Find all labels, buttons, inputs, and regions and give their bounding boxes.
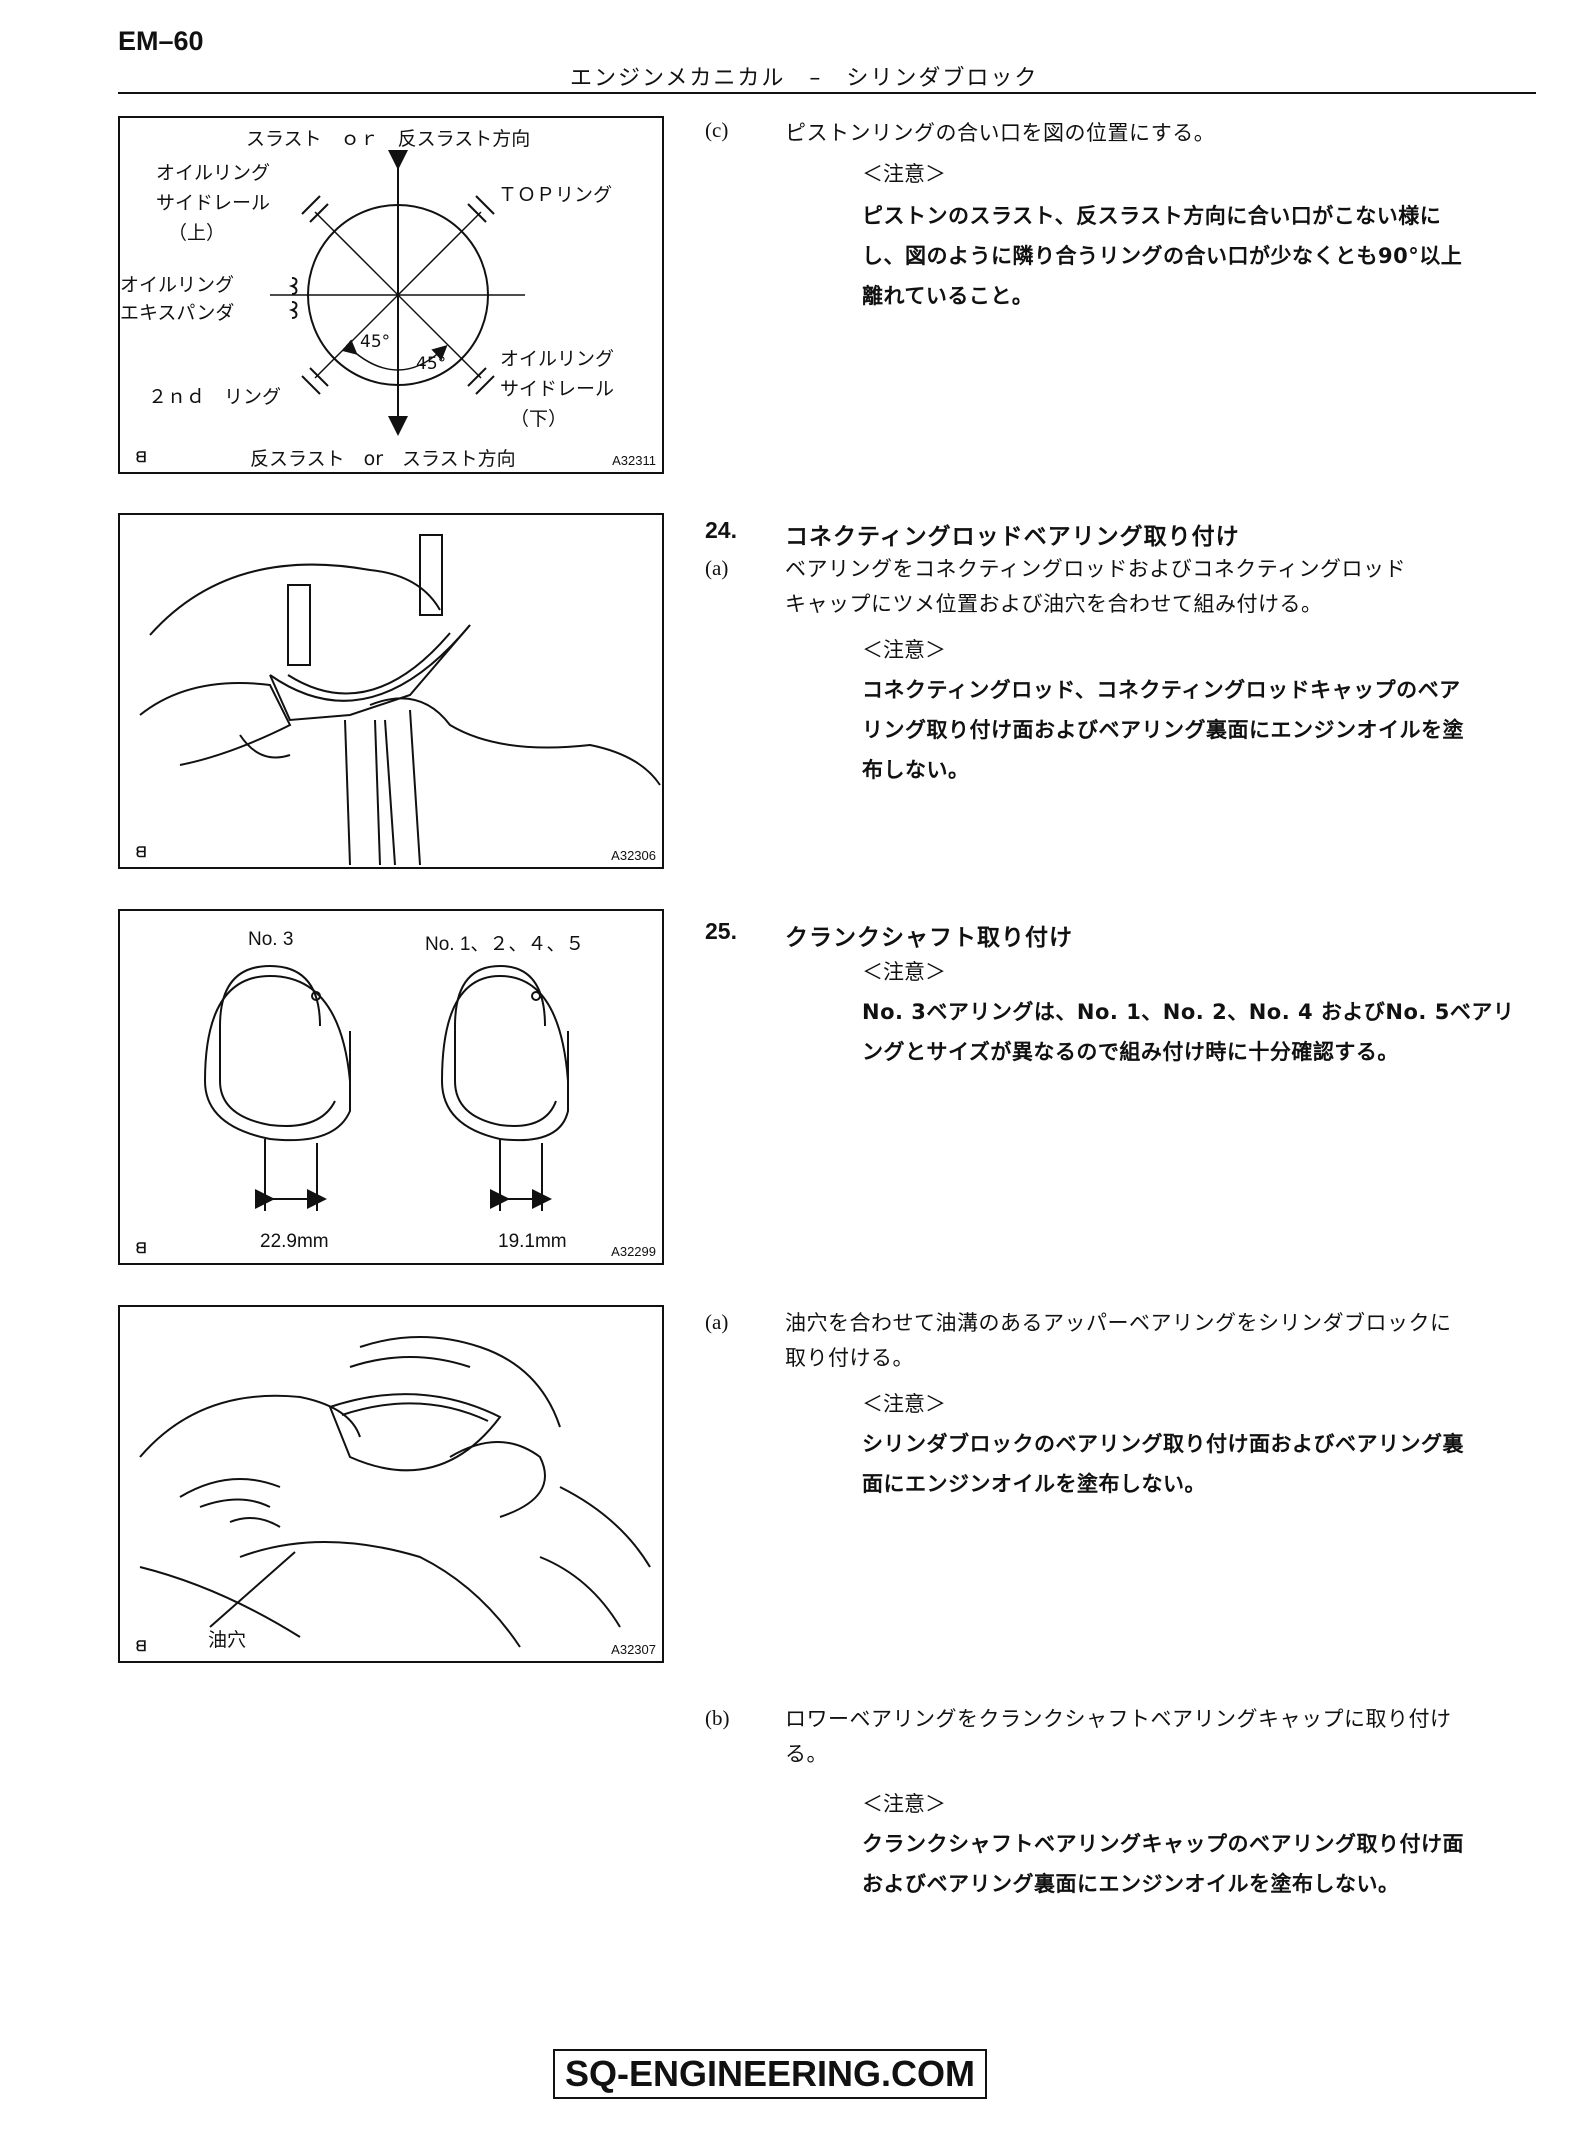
figure-id: A32299 (611, 1244, 656, 1259)
item-mark-24a: (a) (705, 556, 729, 580)
item-mark-25b: (b) (705, 1706, 730, 1730)
note-head-25: ＜注意＞ (862, 960, 946, 984)
page-number: EM–60 (118, 26, 204, 56)
note-line: ングとサイズが異なるので組み付け時に十分確認する。 (862, 1040, 1399, 1064)
text-line: る。 (785, 1742, 828, 1766)
label-no1245: No. 1、２、４、５ (425, 934, 585, 955)
ring-gap-diagram (270, 150, 525, 436)
text-24a: ベアリングをコネクティングロッドおよびコネクティングロッド キャップにツメ位置お… (785, 552, 1545, 622)
item-mark-c: (c) (705, 118, 729, 142)
figure-mark-icon: ᗺ (136, 1639, 147, 1655)
note-body-25: No. 3ベアリングは、No. 1、No. 2、No. 4 およびNo. 5ベア… (862, 992, 1547, 1072)
label-angle-1: 45° (360, 332, 391, 352)
note-line: 布しない。 (862, 758, 970, 782)
header-title: エンジンメカニカル – シリンダブロック (570, 66, 1039, 91)
label-oil-rail-lower-3: （下） (510, 408, 568, 430)
label-thrust-bottom: 反スラスト or スラスト方向 (250, 448, 516, 470)
note-line: ピストンのスラスト、反スラスト方向に合い口がこない様に (862, 204, 1442, 228)
note-line: クランクシャフトベアリングキャップのベアリング取り付け面 (862, 1832, 1464, 1856)
note-body-25a: シリンダブロックのベアリング取り付け面およびベアリング裏 面にエンジンオイルを塗… (862, 1424, 1547, 1504)
figure-conrod-bearing: ᗺ A32306 (118, 513, 664, 869)
conrod-bearing-illustration (139, 534, 661, 866)
figure-mark-icon: ᗺ (136, 845, 147, 861)
upper-bearing-illustration (139, 1336, 651, 1648)
figure-id: A32307 (611, 1642, 656, 1657)
note-line: コネクティングロッド、コネクティングロッドキャップのベア (862, 678, 1461, 702)
crank-bearings-illustration (204, 964, 569, 1211)
label-top-ring: ＴＯＰリング (498, 184, 613, 206)
note-line: リング取り付け面およびベアリング裏面にエンジンオイルを塗 (862, 718, 1464, 742)
label-expander-2: エキスパンダ (120, 302, 235, 324)
label-oil-rail-upper-2: サイドレール (156, 192, 271, 214)
label-oil-hole: 油穴 (208, 1629, 247, 1651)
note-line: し、図のように隣り合うリングの合い口が少なくとも90°以上 (862, 244, 1463, 268)
label-oil-rail-upper-3: （上） (168, 222, 226, 244)
figure-mark-icon: ᗺ (136, 450, 147, 466)
note-body-25b: クランクシャフトベアリングキャップのベアリング取り付け面 およびベアリング裏面に… (862, 1824, 1547, 1904)
text-line: 油穴を合わせて油溝のあるアッパーベアリングをシリンダブロックに (785, 1311, 1452, 1335)
figure-ring-gap: スラスト ｏｒ 反スラスト方向 オイルリング サイドレール （上） ＴＯＰリング… (118, 116, 664, 474)
note-head-c: ＜注意＞ (862, 162, 946, 186)
label-second-ring: ２ｎｄ リング (148, 386, 282, 408)
label-oil-rail-lower-1: オイルリング (500, 348, 615, 370)
dimension-left: 22.9mm (260, 1231, 329, 1252)
note-line: およびベアリング裏面にエンジンオイルを塗布しない。 (862, 1872, 1400, 1896)
text-line: ベアリングをコネクティングロッドおよびコネクティングロッド (785, 557, 1406, 581)
dimension-right: 19.1mm (498, 1231, 567, 1252)
label-thrust-top: スラスト ｏｒ 反スラスト方向 (246, 128, 531, 150)
item-mark-25a: (a) (705, 1310, 729, 1334)
note-head-25a: ＜注意＞ (862, 1392, 946, 1416)
step-25-number: 25. (705, 918, 737, 944)
text-25a: 油穴を合わせて油溝のあるアッパーベアリングをシリンダブロックに 取り付ける。 (785, 1306, 1545, 1376)
label-oil-rail-lower-2: サイドレール (500, 378, 615, 400)
text-c: ピストンリングの合い口を図の位置にする。 (785, 121, 1216, 145)
footer-site-link[interactable]: SQ-ENGINEERING.COM (553, 2049, 988, 2099)
figure-upper-bearing: 油穴 ᗺ A32307 (118, 1305, 664, 1663)
text-line: キャップにツメ位置および油穴を合わせて組み付ける。 (785, 592, 1323, 616)
step-24-title: コネクティングロッドベアリング取り付け (785, 524, 1240, 550)
header-rule (118, 92, 1536, 94)
text-line: ロワーベアリングをクランクシャフトベアリングキャップに取り付け (785, 1707, 1452, 1731)
text-25b: ロワーベアリングをクランクシャフトベアリングキャップに取り付け る。 (785, 1702, 1545, 1772)
note-line: 離れていること。 (862, 284, 1034, 308)
figure-id: A32311 (612, 453, 656, 468)
label-expander-1: オイルリング (120, 274, 235, 296)
note-line: シリンダブロックのベアリング取り付け面およびベアリング裏 (862, 1432, 1464, 1456)
text-line: 取り付ける。 (785, 1346, 914, 1370)
label-oil-rail-upper-1: オイルリング (156, 162, 271, 184)
note-body-c: ピストンのスラスト、反スラスト方向に合い口がこない様に し、図のように隣り合うリ… (862, 196, 1547, 316)
figure-id: A32306 (611, 848, 656, 863)
note-body-24: コネクティングロッド、コネクティングロッドキャップのベア リング取り付け面および… (862, 670, 1547, 790)
figure-mark-icon: ᗺ (136, 1241, 147, 1257)
note-line: No. 3ベアリングは、No. 1、No. 2、No. 4 およびNo. 5ベア… (862, 1000, 1515, 1024)
figure-crank-bearings: No. 3 No. 1、２、４、５ 22.9mm 19.1mm ᗺ A32299 (118, 909, 664, 1265)
note-head-25b: ＜注意＞ (862, 1792, 946, 1816)
note-head-24: ＜注意＞ (862, 638, 946, 662)
label-angle-2: 45° (416, 354, 447, 374)
label-no3: No. 3 (248, 929, 294, 950)
note-line: 面にエンジンオイルを塗布しない。 (862, 1472, 1206, 1496)
step-24-number: 24. (705, 517, 737, 543)
step-25-title: クランクシャフト取り付け (785, 925, 1073, 951)
